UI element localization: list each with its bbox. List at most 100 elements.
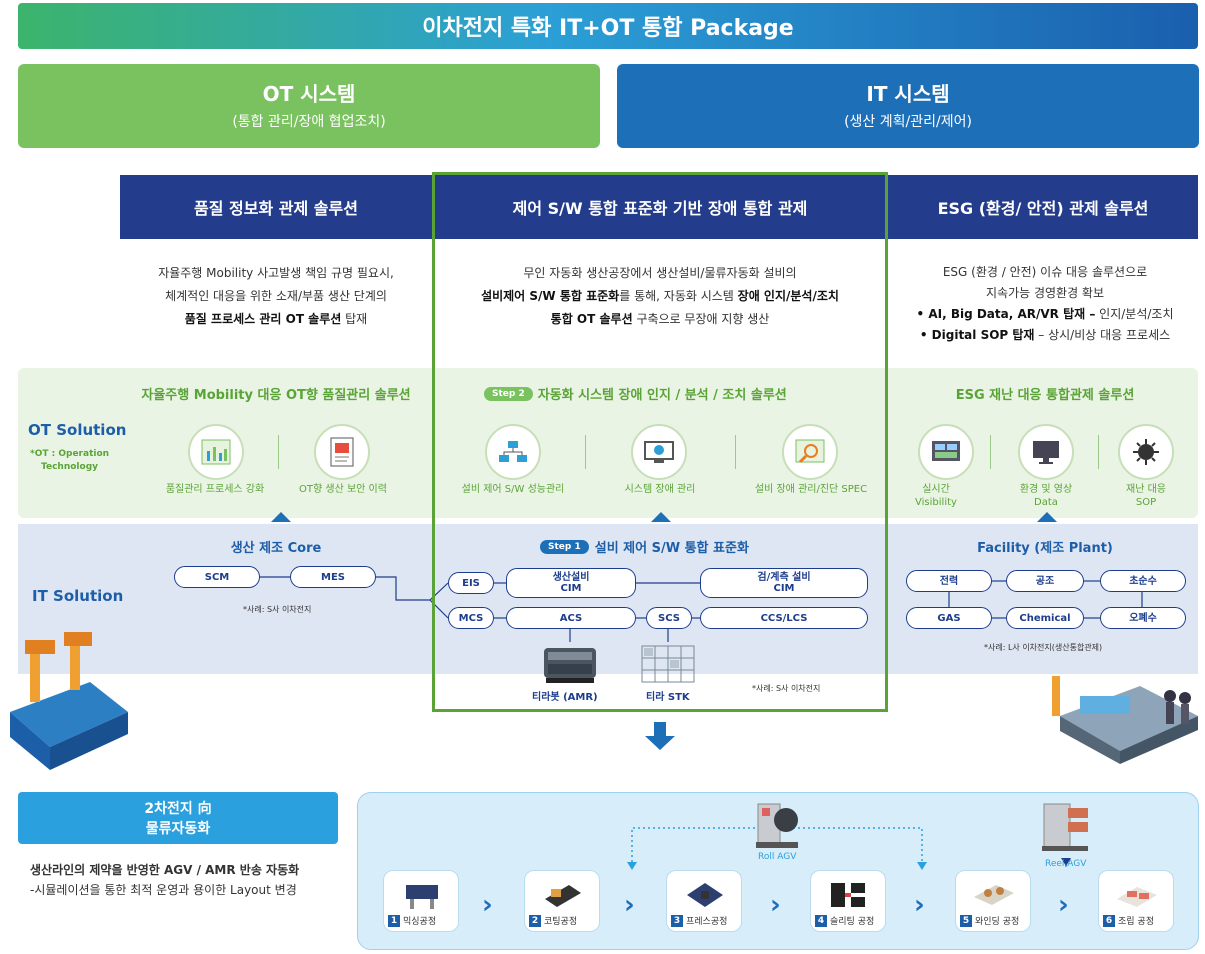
- ot-system-subtitle: (통합 관리/장애 협업조치): [232, 114, 386, 130]
- it-mid-note: *사례: S사 이차전지: [752, 684, 821, 693]
- it-mid-title: 설비 제어 S/W 통합 표준화: [594, 541, 749, 556]
- desc-tail: 구축으로 무장애 지향 생산: [632, 312, 770, 326]
- ot-left-title: 자율주행 Mobility 대응 OT향 품질관리 솔루션: [141, 388, 411, 403]
- it-system-header: IT 시스템 (생산 계획/관리/제어): [617, 64, 1199, 148]
- desc-bold: 장애 인지/분석/조치: [737, 289, 839, 303]
- amr-label: 티라봇 (AMR): [532, 692, 598, 703]
- quality-solution-header: 품질 정보화 관제 솔루션: [120, 175, 432, 239]
- desc-line: 설비제어 S/W 통합 표준화를 통해, 자동화 시스템 장애 인지/분석/조치: [440, 285, 880, 308]
- production-cim-node: 생산설비 CIM: [506, 568, 636, 598]
- dashboard-icon: [918, 424, 974, 480]
- gas-node: GAS: [906, 607, 992, 629]
- hvac-node: 공조: [1006, 570, 1084, 592]
- ot-right-item-line: 환경 및 영상: [1019, 484, 1073, 495]
- process-number: 3: [671, 914, 683, 927]
- it-left-title: 생산 제조 Core: [230, 541, 322, 556]
- slitter-icon: [831, 883, 865, 907]
- ot-right-item-line: Visibility: [915, 497, 957, 508]
- desc-line: 자율주행 Mobility 사고발생 책임 규명 필요시,: [158, 266, 394, 280]
- virus-icon: [1118, 424, 1174, 480]
- process-name: 와인딩 공정: [975, 917, 1020, 927]
- desc-mid: 를 통해, 자동화 시스템: [619, 289, 738, 303]
- stk-label: 티라 STK: [646, 692, 690, 703]
- display-icon: [1018, 424, 1074, 480]
- logistics-desc-line: -시뮬레이션을 통한 최적 운영과 용이한 Layout 변경: [30, 883, 297, 897]
- ot-right-item: 환경 및 영상 Data: [1006, 483, 1086, 509]
- esg-description: ESG (환경 / 안전) 이슈 대응 솔루션으로 지속가능 경영환경 확보 •…: [892, 262, 1198, 346]
- logistics-desc-bold: 생산라인의 제약을 반영한 AGV / AMR 반송 자동화: [30, 863, 300, 877]
- logistics-tab-line: 물류자동화: [145, 821, 211, 837]
- divider: [1098, 435, 1099, 469]
- quality-description: 자율주행 Mobility 사고발생 책임 규명 필요시, 체계적인 대응을 위…: [120, 262, 432, 331]
- inspection-cim-node: 검/계측 설비 CIM: [700, 568, 868, 598]
- it-right-note: *사례: L사 이차전지(생산통합관제): [984, 643, 1103, 652]
- desc-bold: 품질 프로세스 관리 OT 솔루션: [184, 312, 342, 326]
- ot-system-header: OT 시스템 (통합 관리/장애 협업조치): [18, 64, 600, 148]
- desc-line: 무인 자동화 생산공장에서 생산설비/물류자동화 설비의: [523, 266, 797, 280]
- ot-mid-title-row: Step 2 자동화 시스템 장애 인지 / 분석 / 조치 솔루션: [484, 384, 787, 403]
- control-solution-header: 제어 S/W 통합 표준화 기반 장애 통합 관제: [432, 175, 888, 239]
- it-solution-label: IT Solution: [32, 587, 124, 605]
- it-system-title: IT 시스템: [866, 82, 950, 106]
- up-arrow-icon: [271, 512, 291, 522]
- factory-robot-illustration: [0, 612, 130, 776]
- highlight-frame: [432, 172, 888, 712]
- desc-line: • Digital SOP 탑재 – 상시/비상 대응 프로세스: [892, 325, 1198, 346]
- chevron-right-icon: ›: [914, 890, 925, 920]
- process-number: 6: [1103, 914, 1115, 927]
- process-name: 코팅공정: [544, 917, 578, 927]
- up-arrow-icon: [1037, 512, 1057, 522]
- ot-note: *OT : Operation Technology: [30, 448, 109, 474]
- desc-tail: 인지/분석/조치: [1095, 307, 1174, 321]
- mcs-node: MCS: [448, 607, 494, 629]
- ccs-lcs-node: CCS/LCS: [700, 607, 868, 629]
- mes-node: MES: [290, 566, 376, 588]
- reel-agv-label: Reel AGV: [1045, 859, 1087, 869]
- ot-right-item-line: Data: [1034, 497, 1058, 508]
- esg-solution-header: ESG (환경/ 안전) 관제 솔루션: [888, 175, 1198, 239]
- process-number: 1: [388, 914, 400, 927]
- process-number: 2: [529, 914, 541, 927]
- diagnosis-icon: [782, 424, 838, 480]
- desc-line: 품질 프로세스 관리 OT 솔루션 탑재: [120, 308, 432, 331]
- scm-node: SCM: [174, 566, 260, 588]
- desc-bold: • Digital SOP 탑재: [919, 328, 1035, 342]
- roll-agv-label: Roll AGV: [758, 852, 797, 862]
- network-icon: [485, 424, 541, 480]
- monitor-icon: [631, 424, 687, 480]
- ot-mid-title: 자동화 시스템 장애 인지 / 분석 / 조치 솔루션: [537, 388, 787, 403]
- ot-left-item: 품질관리 프로세스 강화: [165, 484, 265, 495]
- ot-note-line: *OT : Operation: [30, 449, 110, 459]
- up-arrow-icon: [651, 512, 671, 522]
- desc-tail: 탑재: [341, 312, 368, 326]
- it-left-note: *사례: S사 이차전지: [243, 605, 312, 614]
- desc-bold: 통합 OT 솔루션: [550, 312, 633, 326]
- coater-icon: [545, 885, 581, 907]
- wastewater-node: 오폐수: [1100, 607, 1186, 629]
- desc-line: ESG (환경 / 안전) 이슈 대응 솔루션으로: [942, 265, 1148, 279]
- chevron-right-icon: ›: [624, 890, 635, 920]
- ot-mid-item: 설비 제어 S/W 성능관리: [461, 484, 565, 495]
- ot-mid-item: 설비 장애 관리/진단 SPEC: [754, 484, 868, 495]
- chevron-right-icon: ›: [1058, 890, 1069, 920]
- process-name: 믹싱공정: [403, 917, 437, 927]
- chemical-node: Chemical: [1006, 607, 1084, 629]
- ot-right-item-line: 재난 대응: [1126, 484, 1166, 495]
- it-right-title: Facility (제조 Plant): [977, 541, 1113, 556]
- desc-line: 지속가능 경영환경 확보: [985, 286, 1105, 300]
- ot-right-title: ESG 재난 대응 통합관제 솔루션: [955, 388, 1135, 403]
- document-icon: [314, 424, 370, 480]
- desc-bold: • AI, Big Data, AR/VR 탑재 –: [916, 307, 1096, 321]
- chevron-right-icon: ›: [770, 890, 781, 920]
- process-name: 프레스공정: [686, 917, 728, 927]
- process-name: 슬리팅 공정: [830, 917, 875, 927]
